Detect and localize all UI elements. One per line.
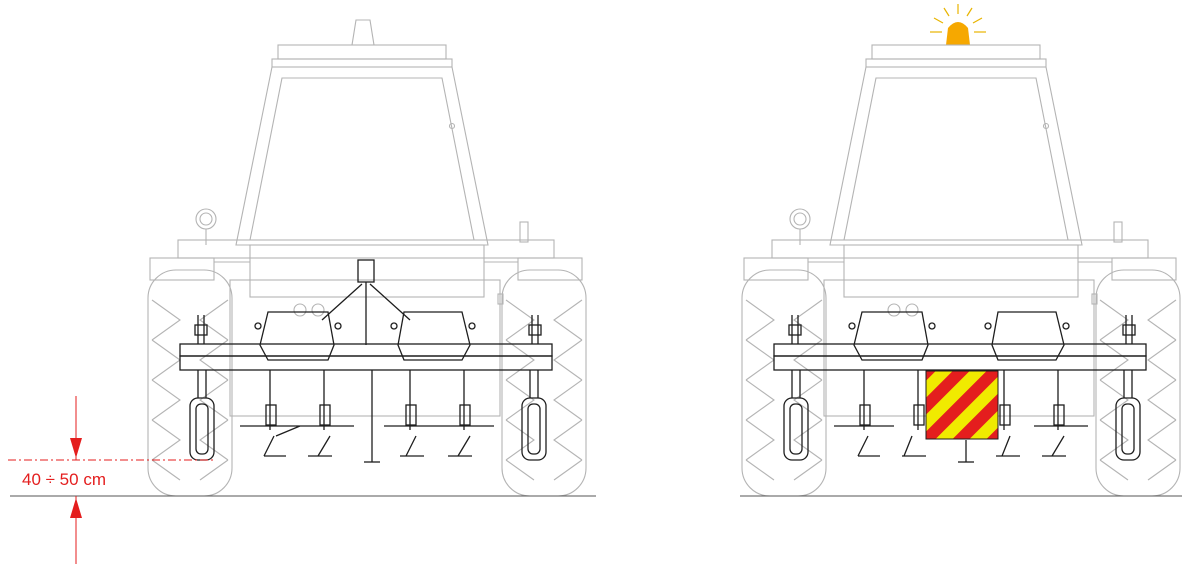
dimension-arrow-down	[70, 438, 82, 458]
dimension-label: 40 ÷ 50 cm	[22, 470, 106, 489]
right-gauge-wheel	[521, 397, 547, 461]
left-hopper-1	[259, 311, 335, 361]
dimension-arrow-up	[70, 498, 82, 518]
rear-housing	[249, 244, 485, 298]
right-tractor-outline	[741, 44, 1181, 497]
beacon-dome	[946, 22, 970, 45]
left-tyre	[147, 269, 233, 497]
left-hopper-2	[397, 311, 471, 361]
cab-window	[249, 77, 475, 241]
right-view-rear-tractor	[740, 4, 1182, 497]
height-dimension: 40 ÷ 50 cm	[8, 396, 216, 564]
cab-outline	[235, 66, 489, 246]
left-implement	[179, 259, 553, 463]
roof-beacon-mount	[351, 19, 375, 46]
hazard-stripe-panel	[925, 370, 999, 440]
rotating-beacon-icon	[930, 4, 986, 45]
left-tractor-outline	[147, 19, 587, 497]
beacon-rays	[930, 4, 986, 33]
left-toolbar	[179, 343, 553, 357]
right-tyre	[501, 269, 587, 497]
right-implement	[773, 311, 1147, 463]
left-view-rear-tractor: 40 ÷ 50 cm	[8, 19, 596, 564]
